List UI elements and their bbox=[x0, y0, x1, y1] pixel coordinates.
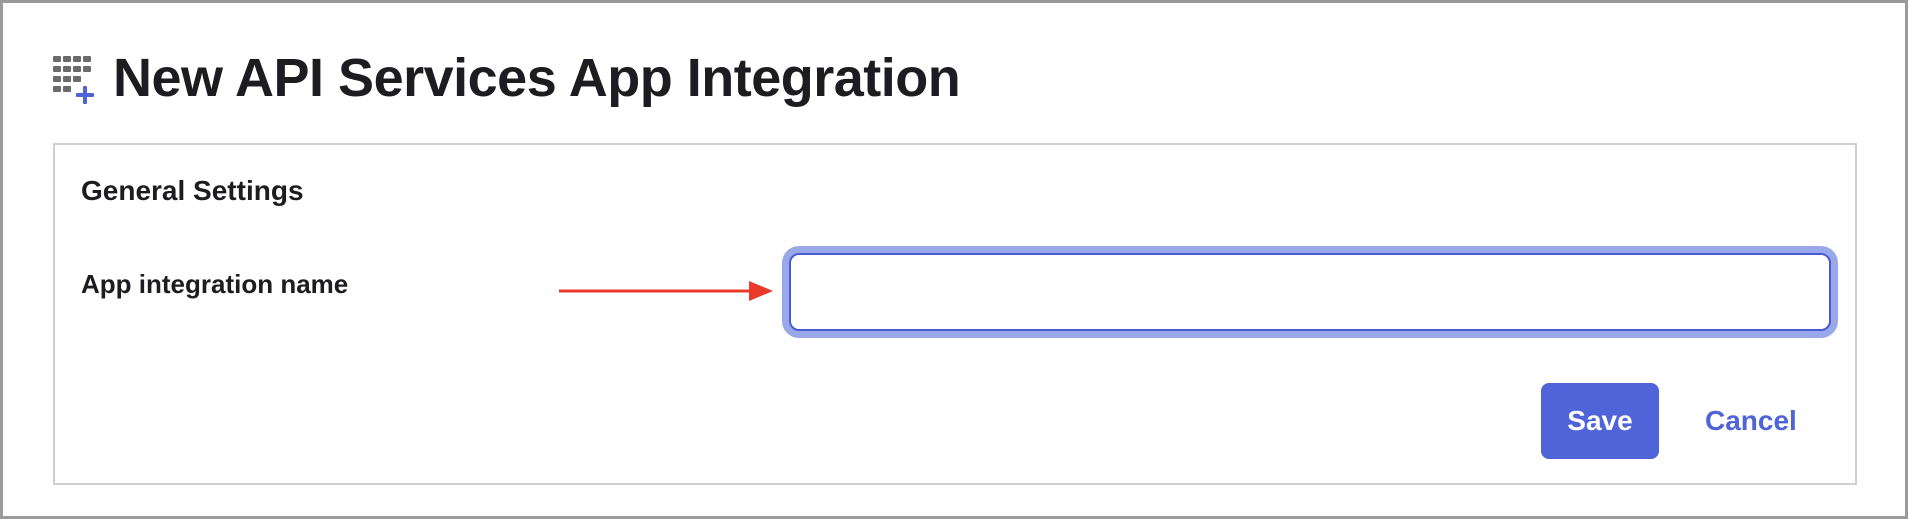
section-title: General Settings bbox=[81, 175, 304, 206]
right-arrow-icon bbox=[559, 275, 779, 305]
save-button[interactable]: Save bbox=[1541, 383, 1659, 459]
cancel-button[interactable]: Cancel bbox=[1697, 383, 1805, 459]
general-settings-panel: General Settings App integration name Sa… bbox=[53, 143, 1857, 485]
app-integration-name-label: App integration name bbox=[81, 269, 349, 299]
page-title: New API Services App Integration bbox=[113, 48, 961, 108]
add-app-grid-icon bbox=[53, 50, 103, 106]
page-header: New API Services App Integration bbox=[53, 45, 961, 111]
app-integration-name-input[interactable] bbox=[789, 253, 1831, 331]
